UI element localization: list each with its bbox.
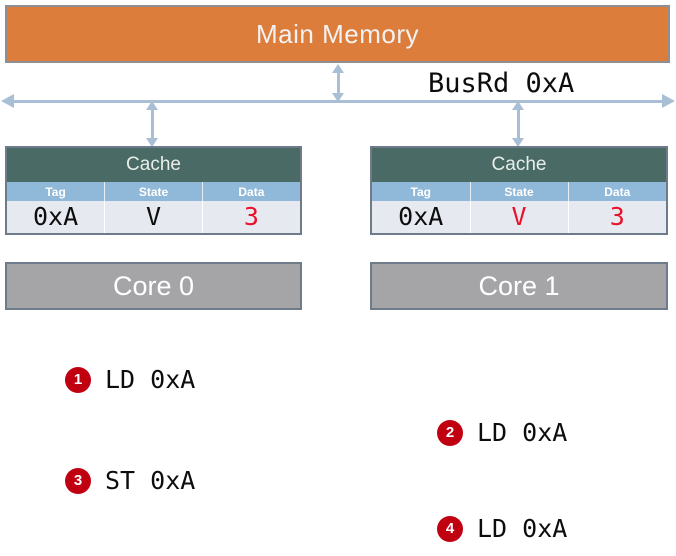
memory-bus-connector-arrow (332, 64, 345, 102)
connector-stem (151, 108, 154, 140)
step-3-text: ST 0xA (105, 466, 196, 495)
cache-1-state-value: V (470, 201, 569, 233)
bus-arrow-left-icon (1, 94, 14, 108)
cache-0-data-value: 3 (202, 201, 300, 233)
step-2: 2 LD 0xA (437, 418, 567, 447)
step-4-text: LD 0xA (477, 514, 568, 543)
connector-stem (517, 108, 520, 140)
core-0-label: Core 0 (112, 270, 195, 301)
core-1-label: Core 1 (478, 270, 560, 301)
core-block-1: Core 1 (370, 262, 668, 310)
core-block-0: Core 0 (5, 262, 302, 310)
step-1-text: LD 0xA (105, 365, 196, 394)
step-4: 4 LD 0xA (437, 514, 567, 543)
arrow-up-head-icon (332, 64, 344, 73)
bus-message-label: BusRd 0xA (428, 68, 575, 99)
connector-stem (337, 71, 340, 95)
step-2-badge: 2 (437, 419, 463, 446)
step-3-badge: 3 (65, 467, 91, 494)
table-header-row: Tag State Data (7, 182, 300, 201)
column-header-state: State (104, 182, 203, 201)
table-row: 0xA V 3 (372, 201, 666, 233)
bus-arrow-right-icon (662, 94, 675, 108)
arrow-down-head-icon (146, 138, 158, 147)
arrow-up-head-icon (512, 101, 524, 110)
table-row: 0xA V 3 (7, 201, 300, 233)
column-header-state: State (470, 182, 569, 201)
main-memory-block: Main Memory (5, 5, 670, 63)
column-header-tag: Tag (7, 182, 106, 201)
step-3: 3 ST 0xA (65, 466, 195, 495)
column-header-data: Data (202, 182, 300, 201)
cache-1-data-value: 3 (568, 201, 666, 233)
cache-0-tag-value: 0xA (7, 201, 106, 233)
column-header-data: Data (568, 182, 666, 201)
cache-block-0: Cache Tag State Data 0xA V 3 (5, 146, 302, 235)
step-2-text: LD 0xA (477, 418, 568, 447)
cache-0-state-value: V (104, 201, 203, 233)
table-header-row: Tag State Data (372, 182, 666, 201)
cache-1-title: Cache (372, 148, 666, 182)
cache-0-table: Tag State Data 0xA V 3 (7, 182, 300, 233)
step-1-badge: 1 (65, 366, 91, 393)
arrow-down-head-icon (512, 138, 524, 147)
main-memory-label: Main Memory (256, 18, 419, 49)
cache0-bus-connector-arrow (146, 101, 159, 147)
cache1-bus-connector-arrow (512, 101, 525, 147)
step-1: 1 LD 0xA (65, 365, 195, 394)
arrow-down-head-icon (332, 93, 344, 102)
arrow-up-head-icon (146, 101, 158, 110)
cache-block-1: Cache Tag State Data 0xA V 3 (370, 146, 668, 235)
step-4-badge: 4 (437, 515, 463, 542)
column-header-tag: Tag (372, 182, 471, 201)
cache-1-table: Tag State Data 0xA V 3 (372, 182, 666, 233)
cache-0-title: Cache (7, 148, 300, 182)
cache-1-tag-value: 0xA (372, 201, 471, 233)
